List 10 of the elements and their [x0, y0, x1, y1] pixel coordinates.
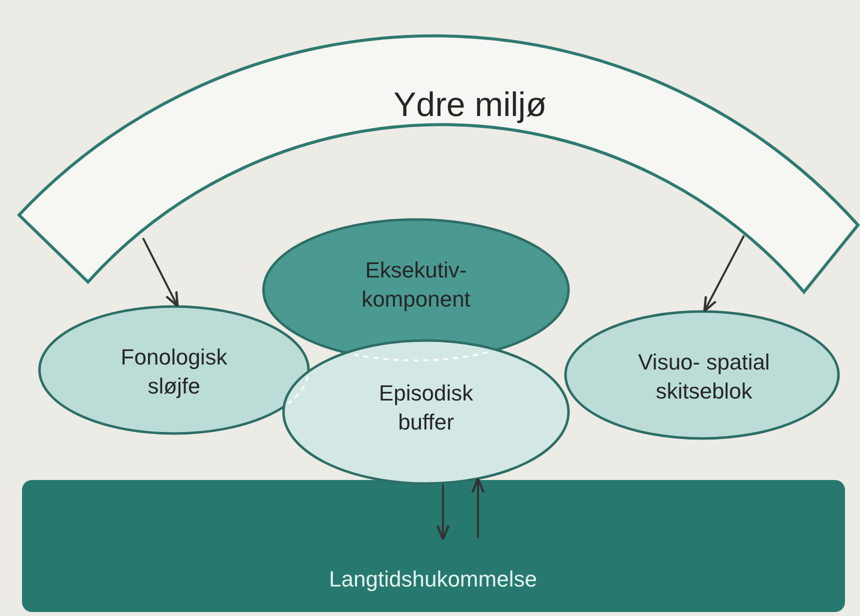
heading-label: Ydre miljø	[392, 84, 548, 126]
node-label: Eksekutiv- komponent	[360, 256, 472, 314]
arrow	[142, 238, 179, 308]
arrow	[436, 484, 450, 541]
node-label: Langtidshukommelse	[328, 566, 538, 594]
node-label: Episodisk buffer	[378, 379, 474, 436]
node-label: Fonologisk sløjfe	[120, 343, 228, 400]
node-label: Visuo- spatial skitseblok	[637, 348, 771, 405]
arrow	[471, 478, 485, 538]
arrow	[703, 235, 745, 312]
